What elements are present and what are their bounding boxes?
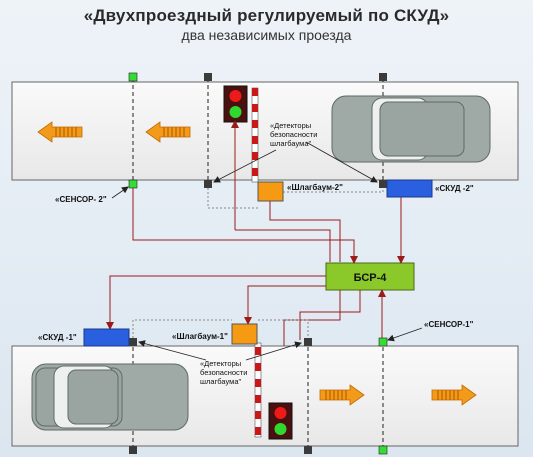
- access-1-box: [83, 328, 130, 347]
- access-2-box: [386, 179, 433, 198]
- top-detectors-line-2: безопасности: [270, 130, 317, 139]
- diagram-title: «Двухпроездный регулируемый по СКУД»: [83, 6, 450, 25]
- traffic-light-icon: [223, 85, 248, 123]
- barrier-1-label: «Шлагбаум-1": [172, 332, 228, 341]
- top-detectors-note: «Детекторы безопасности шлагбаума": [270, 121, 317, 148]
- bottom-detectors-line-3: шлагбаума": [200, 377, 242, 386]
- barrier-2-box: [257, 181, 284, 202]
- wire: [235, 229, 331, 262]
- traffic-light-icon: [268, 402, 293, 440]
- sensor-marker: [378, 445, 388, 455]
- sensor-marker: [128, 72, 138, 82]
- bottom-dotted-link: [132, 319, 309, 338]
- sensor-2-label: «СЕНСОР- 2": [55, 195, 107, 204]
- detector-pointer: [305, 141, 378, 183]
- sensor-marker: [378, 337, 388, 347]
- sensor-1-pointer: [387, 327, 423, 342]
- top-dotted-link: [207, 188, 384, 209]
- arrow-left-icon: [37, 121, 83, 143]
- access-1-label: «СКУД -1": [38, 333, 77, 342]
- car-icon: [331, 95, 491, 163]
- barrier-pole-icon: [251, 87, 259, 183]
- sensor-marker: [128, 179, 138, 189]
- detector-marker: [204, 73, 212, 81]
- wire: [244, 285, 326, 325]
- diagram-subtitle: два независимых проезда: [181, 27, 352, 43]
- wire: [269, 201, 341, 262]
- sensor-1-label: «СЕНСОР-1": [424, 320, 474, 329]
- bottom-detectors-line-2: безопасности: [200, 368, 247, 377]
- top-detectors-line-1: «Детекторы: [270, 121, 311, 130]
- wire: [106, 275, 326, 330]
- access-2-label: «СКУД -2": [435, 184, 474, 193]
- detector-marker: [379, 73, 387, 81]
- detector-pointer: [138, 340, 207, 361]
- bottom-detectors-line-1: «Детекторы: [200, 359, 241, 368]
- controller-label: БСР-4: [354, 272, 388, 284]
- detector-marker: [129, 446, 137, 454]
- bottom-detectors-note: «Детекторы безопасности шлагбаума": [200, 359, 247, 386]
- detector-pointer: [245, 341, 302, 361]
- arrow-left-icon: [145, 121, 191, 143]
- top-detectors-line-3: шлагбаума": [270, 139, 312, 148]
- arrow-right-icon: [431, 384, 477, 406]
- wire: [299, 290, 361, 340]
- barrier-1-box: [231, 323, 258, 345]
- detector-marker: [204, 180, 212, 188]
- sensor-2-pointer: [111, 186, 129, 199]
- car-icon: [31, 363, 189, 431]
- detector-pointer: [213, 149, 277, 183]
- arrow-right-icon: [319, 384, 365, 406]
- wire: [132, 188, 358, 264]
- barrier-2-label: «Шлагбаум-2": [287, 183, 343, 192]
- detector-marker: [304, 338, 312, 346]
- detector-marker: [129, 338, 137, 346]
- barrier-pole-icon: [254, 342, 262, 438]
- detector-marker: [379, 180, 387, 188]
- detector-marker: [304, 446, 312, 454]
